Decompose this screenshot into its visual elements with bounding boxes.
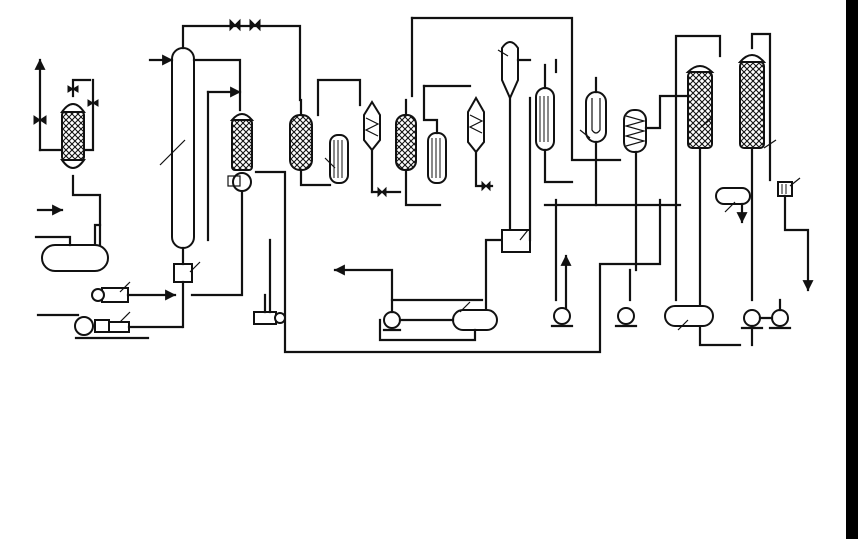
pumps-right-links bbox=[758, 298, 782, 320]
coil-exch-down bbox=[628, 150, 638, 302]
reactor-icon bbox=[289, 114, 313, 171]
separator-icon bbox=[363, 100, 381, 152]
long-recycle-loop bbox=[254, 170, 662, 354]
drum-icon bbox=[452, 309, 498, 331]
pump-icon bbox=[614, 307, 638, 328]
column-icon bbox=[535, 87, 555, 151]
valve-icon bbox=[33, 115, 47, 125]
exchanger-2-feed bbox=[422, 84, 439, 135]
valve-icon bbox=[481, 180, 491, 192]
column-leader bbox=[159, 139, 186, 166]
callout-leaders bbox=[119, 49, 801, 331]
col-4-overhead bbox=[750, 32, 772, 182]
valve-icon bbox=[377, 186, 387, 198]
coil-2-outlet bbox=[474, 150, 494, 188]
heat-exchanger-icon bbox=[715, 187, 751, 205]
heat-exchanger-icon bbox=[253, 311, 286, 325]
separator-icon bbox=[173, 263, 193, 283]
separator-return bbox=[516, 58, 532, 242]
far-right-out bbox=[783, 194, 814, 292]
heat-exchanger-icon bbox=[91, 287, 129, 303]
exchanger-top-lines bbox=[316, 78, 362, 117]
separator-icon bbox=[501, 41, 519, 101]
column-icon bbox=[737, 54, 767, 149]
reactor-3-outlet bbox=[299, 168, 332, 187]
compressor-icon bbox=[74, 316, 150, 340]
reactor-icon bbox=[60, 103, 86, 169]
instrument-lines bbox=[263, 238, 272, 314]
separator-icon bbox=[227, 172, 252, 192]
page-border-bar bbox=[846, 0, 858, 539]
heat-exchanger-icon bbox=[427, 132, 447, 184]
reactor-top-line bbox=[71, 78, 92, 98]
heat-exchanger-icon bbox=[777, 181, 793, 197]
reactor-icon bbox=[395, 114, 417, 171]
heat-exchanger-icon bbox=[329, 134, 349, 184]
drum-inlet-line bbox=[34, 235, 72, 247]
column-side-draw bbox=[192, 58, 242, 112]
vent-line bbox=[34, 58, 64, 152]
reactor-side-line bbox=[82, 78, 95, 152]
drum-icon bbox=[41, 244, 109, 272]
reactor-bottom-line bbox=[71, 174, 102, 247]
pump-icon bbox=[550, 307, 574, 328]
heat-exchanger-icon bbox=[623, 109, 647, 153]
to-drum-line bbox=[484, 238, 502, 314]
reactor-icon bbox=[229, 113, 255, 171]
product-out-1 bbox=[333, 264, 394, 302]
pump-icon bbox=[382, 311, 402, 332]
valve-icon bbox=[229, 18, 261, 32]
column-overhead-line bbox=[181, 24, 302, 102]
separator-icon bbox=[467, 95, 485, 154]
drum-icon bbox=[664, 305, 714, 327]
pump-return-1 bbox=[378, 318, 477, 342]
column-icon bbox=[685, 65, 715, 149]
col-3-loop bbox=[674, 34, 722, 302]
col-3-bottom bbox=[698, 146, 742, 347]
col-2-lines bbox=[543, 63, 574, 184]
column-icon bbox=[171, 47, 195, 249]
col-3-feed bbox=[644, 94, 690, 130]
heat-exchanger-icon bbox=[585, 91, 607, 143]
reactor-4-lines bbox=[404, 98, 442, 207]
